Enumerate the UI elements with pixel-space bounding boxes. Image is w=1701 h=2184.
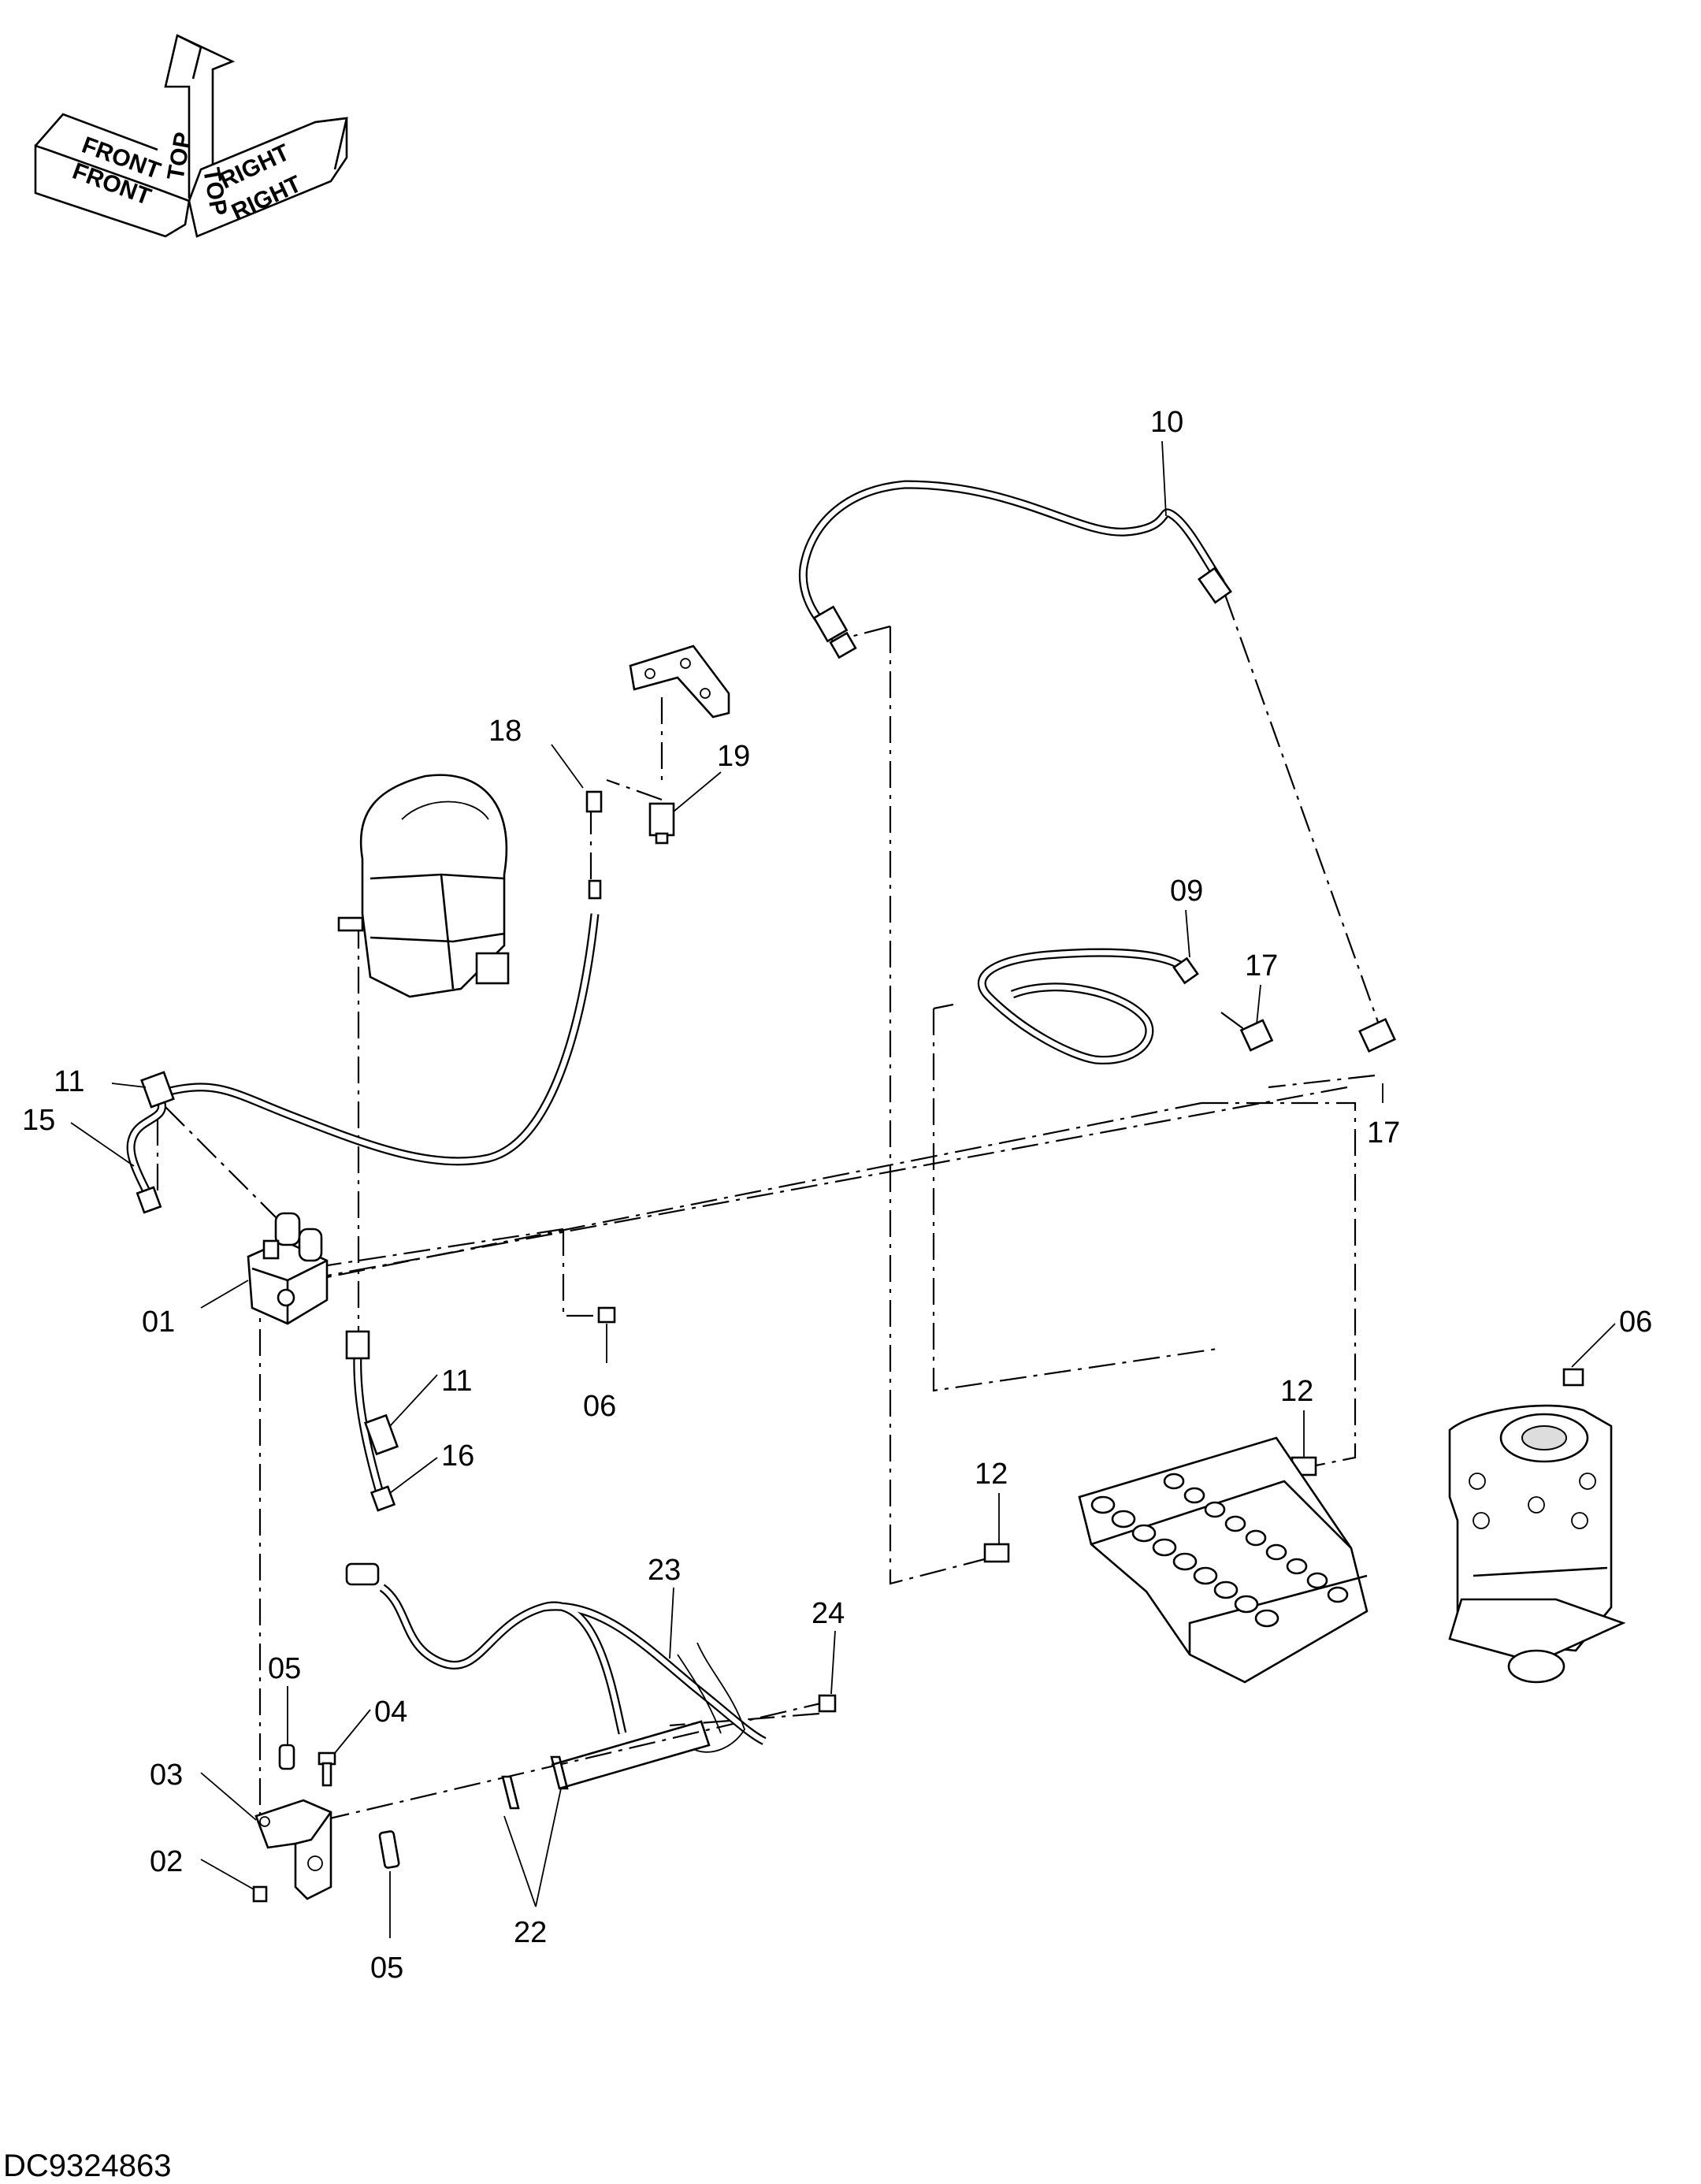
callout-23: 23 [648, 1554, 681, 1587]
callout-10: 10 [1150, 406, 1183, 439]
leader-lines [70, 440, 1616, 1938]
callout-22: 22 [514, 1916, 547, 1949]
part-17-fittings [1172, 956, 1396, 1053]
part-10-fitting [812, 566, 1232, 659]
bracket-assembly [585, 644, 730, 900]
drawing-id: DC9324863 [3, 2149, 172, 2183]
part-01-valve-block [247, 1212, 329, 1325]
part-11-16-fittings [345, 1330, 399, 1512]
harness-brackets [345, 1562, 745, 1810]
callout-05-lower: 05 [370, 1952, 403, 1985]
callout-05-upper: 05 [268, 1652, 301, 1685]
callout-24: 24 [812, 1597, 845, 1630]
part-06-plug [597, 1306, 1584, 1387]
callout-16: 16 [441, 1439, 474, 1473]
callout-09: 09 [1170, 875, 1203, 908]
callout-01: 01 [142, 1306, 175, 1339]
assembly-lines [156, 594, 1380, 1828]
callout-04: 04 [374, 1696, 407, 1729]
callout-06-right: 06 [1619, 1306, 1652, 1339]
callout-15: 15 [22, 1104, 55, 1137]
part-03-bracket [254, 1799, 332, 1900]
callout-19: 19 [717, 740, 750, 773]
control-valve-bank [1078, 1436, 1369, 1684]
orientation-symbol: FRONT FRONT TOP TOP RIGHT RIGHT [34, 34, 348, 238]
callout-12-right: 12 [1280, 1375, 1313, 1408]
callout-12-left: 12 [975, 1458, 1008, 1491]
callout-18: 18 [488, 715, 522, 748]
hardware [252, 1694, 837, 1903]
callout-17-upper: 17 [1245, 949, 1278, 982]
swing-motor [1448, 1404, 1626, 1684]
callout-labels: 10 18 19 09 17 17 11 15 01 11 16 06 12 1… [22, 406, 1652, 1985]
rotary-unit [337, 774, 510, 998]
part-11-fitting [136, 1071, 175, 1214]
callout-11-lower: 11 [441, 1365, 472, 1398]
callout-11-upper: 11 [54, 1065, 84, 1098]
callout-02: 02 [150, 1845, 183, 1878]
callout-03: 03 [150, 1759, 183, 1792]
callout-17-lower: 17 [1367, 1116, 1400, 1150]
callout-06-left: 06 [583, 1390, 616, 1423]
